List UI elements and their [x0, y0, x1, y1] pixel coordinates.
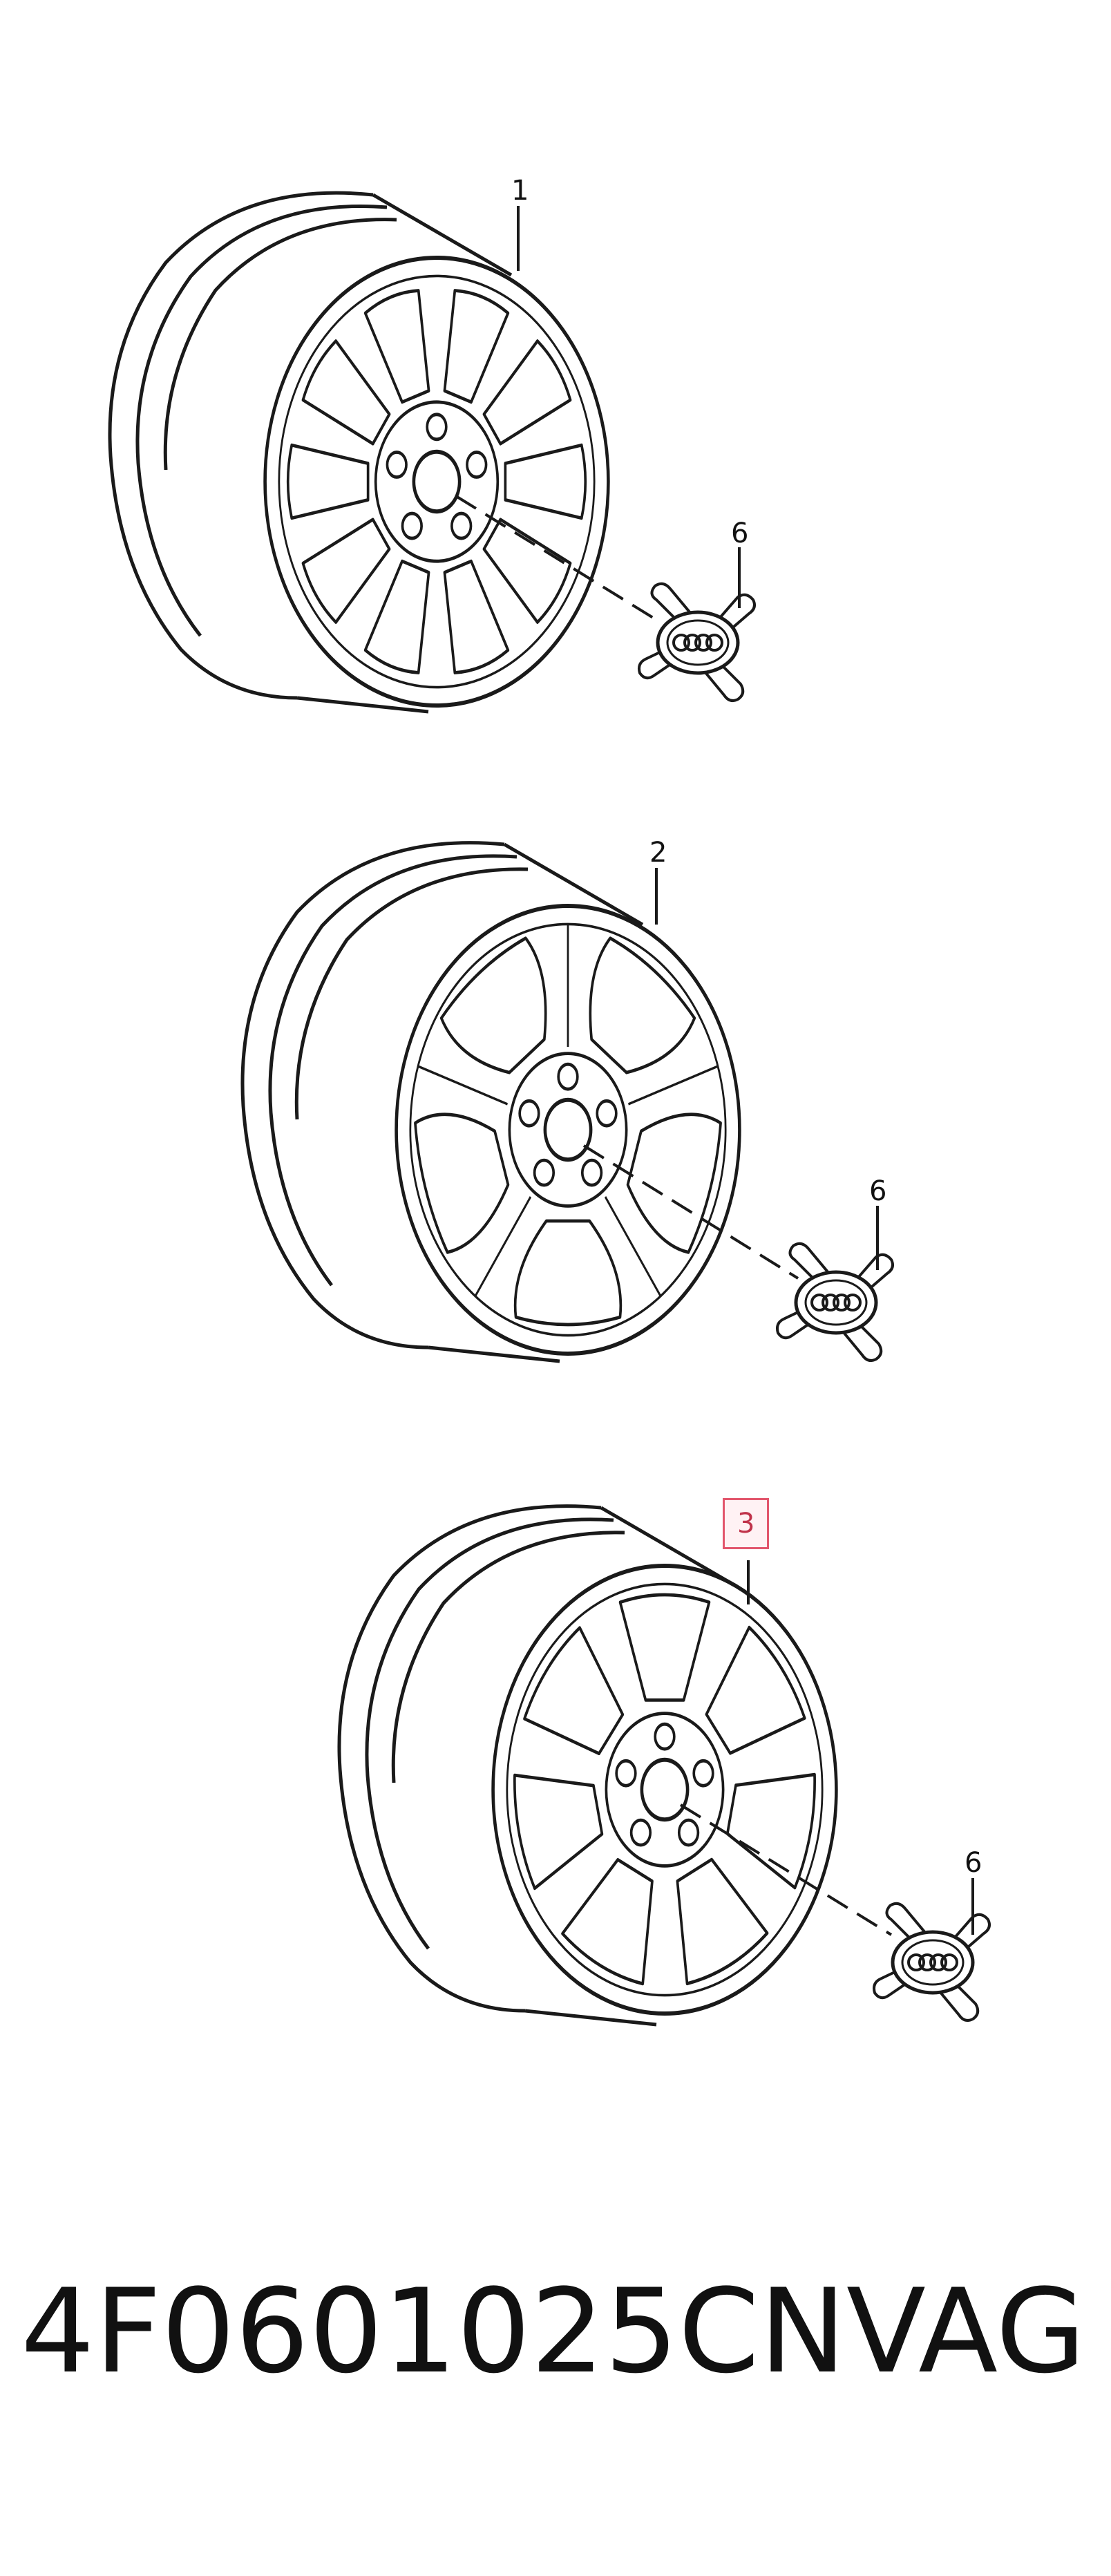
wheel-3-rim-barrel: [337, 1504, 741, 2027]
wheel-3-face: [493, 1566, 837, 2014]
wheel-1-axis-line: [455, 495, 661, 623]
wheel-2-face: [397, 906, 740, 1354]
callout-cap-1[interactable]: 6: [731, 518, 749, 549]
wheel-1-face: [265, 258, 609, 705]
wheel-2-rim-barrel: [240, 841, 644, 1363]
callout-cap-2[interactable]: 6: [869, 1175, 887, 1207]
wheel-2-center-cap: [777, 1244, 893, 1361]
callout-cap-3[interactable]: 6: [965, 1847, 982, 1879]
part-number: 4F0601025CN: [21, 2264, 846, 2399]
callout-wheel-3-highlighted[interactable]: 3: [723, 1498, 770, 1549]
wheel-1: [108, 191, 754, 714]
wheel-2: [240, 841, 893, 1363]
callout-wheel-1[interactable]: 1: [511, 175, 529, 207]
wheel-3-axis-line: [679, 1803, 893, 1936]
brand-name: VAG: [846, 2264, 1086, 2399]
footer: 4F0601025CN VAG: [0, 2273, 1111, 2412]
wheel-1-rim-barrel: [108, 191, 513, 714]
callout-wheel-2[interactable]: 2: [649, 837, 667, 869]
wheel-1-center-cap: [639, 584, 754, 701]
wheel-2-axis-line: [582, 1144, 799, 1280]
wheel-3: [337, 1504, 989, 2027]
